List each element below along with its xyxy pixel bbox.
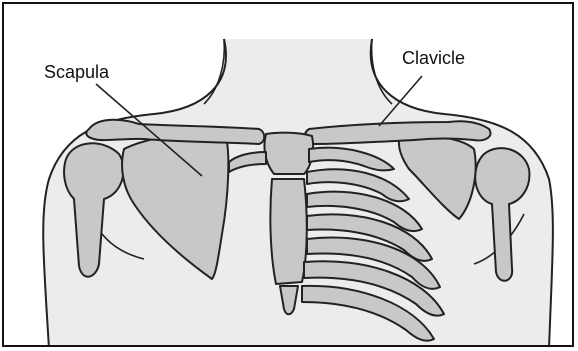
sternum-body: [270, 179, 306, 284]
clavicle-label: Clavicle: [402, 48, 465, 68]
manubrium: [264, 133, 313, 174]
shoulder-girdle-diagram: Scapula Clavicle: [4, 4, 574, 347]
scapula-label: Scapula: [44, 62, 110, 82]
diagram-frame: Scapula Clavicle: [2, 2, 574, 347]
